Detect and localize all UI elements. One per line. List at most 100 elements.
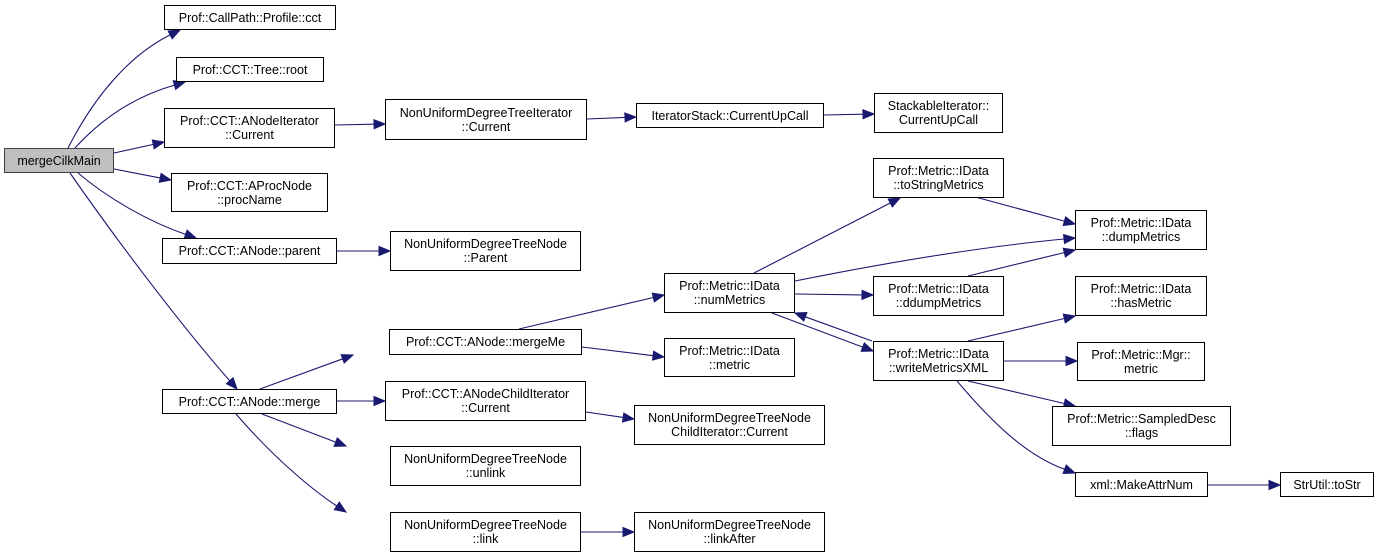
arrowhead-icon [172,80,187,91]
edge-line [753,202,891,274]
edge-anodeMerge-to-nudtNodeLink [235,413,348,513]
edge-line [113,168,161,179]
arrowhead-icon [1062,464,1077,475]
edge-line [113,143,154,154]
node-mgr-metric[interactable]: Prof::Metric::Mgr:: metric [1077,342,1205,381]
node-tree-root[interactable]: Prof::CCT::Tree::root [176,57,324,82]
node-nudtiterator-current[interactable]: NonUniformDegreeTreeIterator ::Current [385,99,587,140]
edge-nudtNodeLink-to-nudtNodeLinkAfter [581,526,636,538]
arrowhead-icon [1062,215,1077,227]
edge-line [823,113,864,116]
edge-idataNumMetrics-to-idataDdumpMetrics [794,289,875,301]
arrowhead-icon [862,108,876,120]
edge-line [967,194,1065,222]
edge-line [67,34,171,149]
node-iteratorstack-currentupcall[interactable]: IteratorStack::CurrentUpCall [636,103,824,128]
arrowhead-icon [1063,233,1077,245]
edge-line [334,123,375,126]
edge-line [518,296,654,330]
edge-anodeMerge-to-nudtNodeUnlink [261,413,348,447]
arrowhead-icon [225,376,238,390]
arrowhead-icon [1062,313,1077,324]
node-mergecilkmain: mergeCilkMain [4,148,114,173]
edge-line [259,358,343,390]
node-stackableiterator-currentupcall[interactable]: StackableIterator:: CurrentUpCall [874,93,1003,133]
arrowhead-icon [887,197,902,208]
edge-anodeIterCurrent-to-nudtIterCurrent [334,118,387,130]
node-idata-dumpmetrics[interactable]: Prof::Metric::IData ::dumpMetrics [1075,210,1207,250]
edge-line [261,413,336,443]
node-anode-parent[interactable]: Prof::CCT::ANode::parent [162,238,337,264]
node-nudtnodechilditerator-current[interactable]: NonUniformDegreeTreeNode ChildIterator::… [634,405,825,445]
node-nudtnode-linkafter[interactable]: NonUniformDegreeTreeNode ::linkAfter [634,512,825,552]
edge-line [771,312,863,348]
edge-line [585,411,624,418]
node-anodechilditerator-current[interactable]: Prof::CCT::ANodeChildIterator ::Current [385,381,586,421]
arrowhead-icon [378,245,392,257]
arrowhead-icon [1268,479,1282,491]
edge-nudtIterCurrent-to-iterStackCurrentUpCall [586,112,638,123]
arrowhead-icon [1062,247,1077,258]
node-sampleddesc-flags[interactable]: Prof::Metric::SampledDesc ::flags [1052,406,1231,446]
arrowhead-icon [333,437,348,447]
edge-idataWriteMetricsXML-to-sampledDescFlags [967,380,1077,409]
arrowhead-icon [793,311,808,322]
edge-iterStackCurrentUpCall-to-stackableIterCurrentUpCall [823,108,876,120]
edge-mergeCilkMain-to-treeRoot [74,80,187,149]
edge-idataWriteMetricsXML-to-idataHasMetric [967,313,1077,342]
node-nudtnode-unlink[interactable]: NonUniformDegreeTreeNode ::unlink [390,446,581,486]
edge-line [69,172,231,382]
node-anode-merge[interactable]: Prof::CCT::ANode::merge [162,389,337,414]
edge-line [956,380,1065,470]
node-idata-writemetricsxml[interactable]: Prof::Metric::IData ::writeMetricsXML [873,341,1004,381]
edge-idataNumMetrics-to-idataWriteMetricsXML [771,312,875,352]
arrowhead-icon [860,342,875,352]
node-profile-cct[interactable]: Prof::CallPath::Profile::cct [164,5,336,30]
edge-mergeCilkMain-to-anodeMerge [69,172,238,390]
node-strutil-tostr[interactable]: StrUtil::toStr [1280,472,1374,497]
edge-anodeParent-to-nudtNodeParent [337,245,392,257]
edge-line [794,238,1065,282]
edge-anodeChildIterCurrent-to-nudtNodeChildIterCurrent [585,411,636,423]
edge-idataDdumpMetrics-to-idataDumpMetrics [967,247,1077,277]
node-idata-nummetrics[interactable]: Prof::Metric::IData ::numMetrics [664,273,795,313]
edge-line [967,252,1065,277]
arrowhead-icon [651,292,666,303]
edge-mergeCilkMain-to-anodeIterCurrent [113,139,166,154]
node-nudtnode-link[interactable]: NonUniformDegreeTreeNode ::link [390,512,581,552]
edge-mergeCilkMain-to-profileCct [67,29,182,149]
arrowhead-icon [167,29,182,40]
edge-idataNumMetrics-to-idataToStringMetrics [753,197,902,274]
node-anode-mergeme[interactable]: Prof::CCT::ANode::mergeMe [389,329,582,355]
arrowhead-icon [651,350,666,361]
arrowhead-icon [624,112,638,123]
arrowhead-icon [621,412,636,423]
node-nudtnode-parent[interactable]: NonUniformDegreeTreeNode ::Parent [390,231,581,271]
edge-xmlMakeAttrNum-to-strUtilToStr [1208,479,1282,491]
edge-mergeCilkMain-to-aprocNodeProcName [113,168,173,183]
node-idata-ddumpmetrics[interactable]: Prof::Metric::IData ::ddumpMetrics [873,276,1004,316]
edge-idataWriteMetricsXML-to-idataNumMetrics [793,311,873,342]
edge-line [794,293,863,296]
edge-line [77,172,186,235]
edge-idataNumMetrics-to-idataDumpMetrics [794,233,1077,282]
edge-line [805,316,873,342]
arrowhead-icon [1065,355,1079,367]
node-aprocnode-procname[interactable]: Prof::CCT::AProcNode ::procName [171,173,328,212]
node-idata-hasmetric[interactable]: Prof::Metric::IData ::hasMetric [1075,276,1207,316]
edge-line [967,380,1065,405]
arrowhead-icon [158,172,173,183]
edge-anodeMergeMe-to-idataNumMetrics [518,292,666,330]
node-anodeiterator-current[interactable]: Prof::CCT::ANodeIterator ::Current [164,108,335,148]
node-xml-makeattrnum[interactable]: xml::MakeAttrNum [1075,472,1208,497]
edge-line [235,413,338,507]
edge-anodeMergeMe-to-idataMetric [581,346,666,361]
edge-idataToStringMetrics-to-idataDumpMetrics [967,194,1077,227]
arrowhead-icon [861,289,875,301]
node-idata-metric[interactable]: Prof::Metric::IData ::metric [664,338,795,377]
node-idata-tostringmetrics[interactable]: Prof::Metric::IData ::toStringMetrics [873,158,1004,198]
edge-idataWriteMetricsXML-to-xmlMakeAttrNum [956,380,1077,475]
arrowhead-icon [333,501,348,513]
